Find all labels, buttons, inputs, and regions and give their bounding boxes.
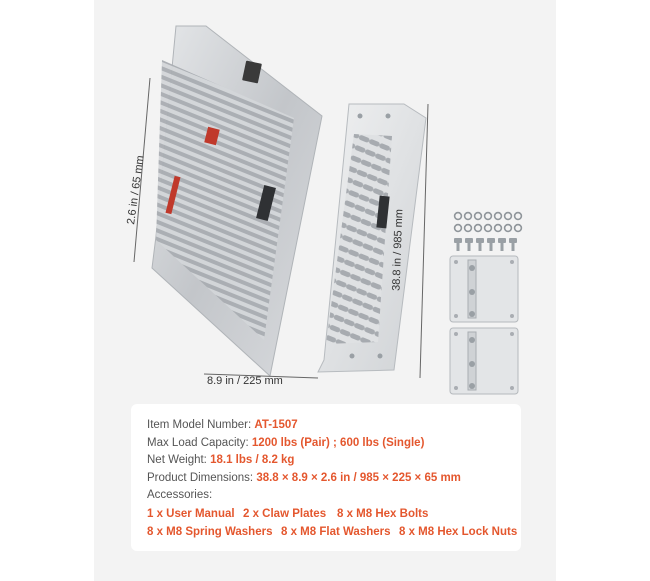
accessory-item: 8 x M8 Flat Washers [281, 525, 391, 538]
claw-plate-upper [449, 255, 519, 323]
spec-panel: Item Model Number: AT-1507 Max Load Capa… [131, 404, 521, 551]
left-ramp [151, 25, 323, 377]
dimension-lines [133, 77, 429, 379]
spec-load-value: 1200 lbs (Pair) ; 600 lbs (Single) [251, 436, 425, 449]
spec-model-value: AT-1507 [254, 419, 298, 431]
clamp-icon [376, 195, 390, 229]
accessory-item: 8 x M8 Spring Washers [147, 525, 273, 538]
spec-weight-value: 18.1 lbs / 8.2 kg [210, 454, 295, 466]
spec-weight: Net Weight: 18.1 lbs / 8.2 kg [147, 452, 505, 470]
spec-model-label: Item Model Number: [147, 419, 252, 431]
product-illustration [133, 25, 523, 395]
hardware-kit [453, 211, 523, 251]
accessories-row-1: 1 x User Manual 2 x Claw Plates 8 x M8 Hex… [147, 505, 505, 523]
label-plate-icon [242, 60, 262, 84]
accessory-item: 8 x M8 Hex Lock Nuts [399, 525, 518, 538]
accessories-row-2: 8 x M8 Spring Washers 8 x M8 Flat Washers… [147, 523, 517, 541]
spec-dimensions: Product Dimensions: 38.8 × 8.9 × 2.6 in … [147, 470, 505, 488]
right-ramp [317, 103, 427, 373]
warning-label-icon [204, 126, 220, 146]
spec-model: Item Model Number: AT-1507 [147, 417, 505, 435]
accessory-item: 2 x Claw Plates [243, 507, 327, 520]
claw-plate-lower [449, 327, 519, 395]
accessory-item: 8 x M8 Hex Bolts [337, 507, 429, 520]
accessory-item: 1 x User Manual [147, 507, 235, 520]
spec-weight-label: Net Weight: [147, 454, 207, 466]
width-dimension-label: 8.9 in / 225 mm [207, 375, 283, 387]
spec-dimensions-label: Product Dimensions: [147, 471, 254, 484]
bracket-icon [256, 185, 276, 221]
spec-accessories-label: Accessories: [147, 489, 213, 501]
spec-load-label: Max Load Capacity: [147, 436, 249, 449]
spec-load: Max Load Capacity: 1200 lbs (Pair) ; 600… [147, 435, 505, 453]
spec-dimensions-value: 38.8 × 8.9 × 2.6 in / 985 × 225 × 65 mm [256, 471, 461, 484]
